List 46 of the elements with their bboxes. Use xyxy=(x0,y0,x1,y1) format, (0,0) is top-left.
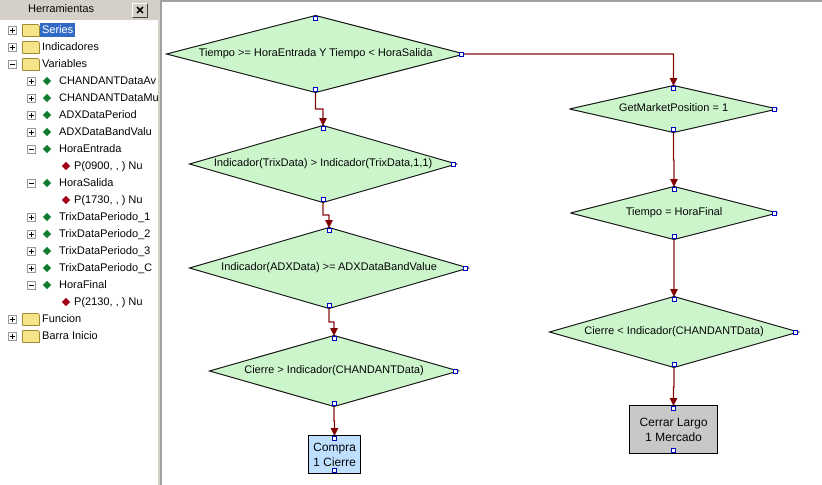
tree-item: P(1730, , ) Nu xyxy=(73,193,144,207)
decision-diamond xyxy=(549,296,799,368)
tree-item: P(2130, , ) Nu xyxy=(73,295,144,309)
tree-item: ADXDataPeriod xyxy=(58,108,138,122)
arrow xyxy=(322,203,333,228)
arrow xyxy=(328,309,338,336)
decision-diamond xyxy=(209,335,459,407)
tree-item: Variables xyxy=(41,57,88,71)
node-text: Cierre > Indicador(CHANDANTData) xyxy=(243,364,425,378)
panel-title: Herramientas xyxy=(28,3,94,15)
node-text: GetMarketPosition = 1 xyxy=(618,102,730,116)
tree-item: HoraSalida xyxy=(58,176,114,190)
decision-diamond xyxy=(166,15,465,93)
tree-item: CHANDANTDataAv xyxy=(58,74,157,88)
tree-item: P(0900, , ) Nu xyxy=(73,159,144,173)
arrow xyxy=(465,53,678,86)
node-text: Cerrar Largo 1 Mercado xyxy=(638,415,709,444)
arrow xyxy=(670,133,678,187)
node-text: Tiempo = HoraFinal xyxy=(624,206,724,220)
tree-item: TrixDataPeriodo_2 xyxy=(58,227,152,241)
tree-item: Indicadores xyxy=(41,40,100,54)
decision-diamond xyxy=(189,125,457,203)
decision-diamond xyxy=(570,186,778,240)
tree-item: HoraEntrada xyxy=(58,142,122,156)
tree-item: HoraFinal xyxy=(58,278,108,292)
node-text: Indicador(ADXData) >= ADXDataBandValue xyxy=(220,261,438,275)
arrow xyxy=(670,240,678,297)
tree-item: CHANDANTDataMu xyxy=(58,91,160,105)
tree-item: TrixDataPeriodo_1 xyxy=(58,210,152,224)
tree-item: TrixDataPeriodo_C xyxy=(58,261,154,275)
tree-item: Funcion xyxy=(41,312,82,326)
node-text: Tiempo >= HoraEntrada Y Tiempo < HoraSalida xyxy=(198,47,434,61)
action-box xyxy=(629,405,718,454)
decision-diamond xyxy=(189,227,469,309)
tree-item: TrixDataPeriodo_3 xyxy=(58,244,152,258)
node-text: Indicador(TrixData) > Indicador(TrixData,1,1) xyxy=(212,157,434,171)
action-box xyxy=(308,435,361,474)
node-text: Cierre < Indicador(CHANDANTData) xyxy=(583,325,765,339)
arrow xyxy=(330,407,338,436)
tree-item: Barra Inicio xyxy=(41,329,99,343)
arrow xyxy=(314,93,327,126)
tree-item: ADXDataBandValu xyxy=(58,125,153,139)
decision-diamond xyxy=(569,85,778,133)
tree-item: Series xyxy=(40,23,76,37)
arrow xyxy=(670,368,678,406)
node-text: Compra 1 Cierre xyxy=(312,440,357,469)
